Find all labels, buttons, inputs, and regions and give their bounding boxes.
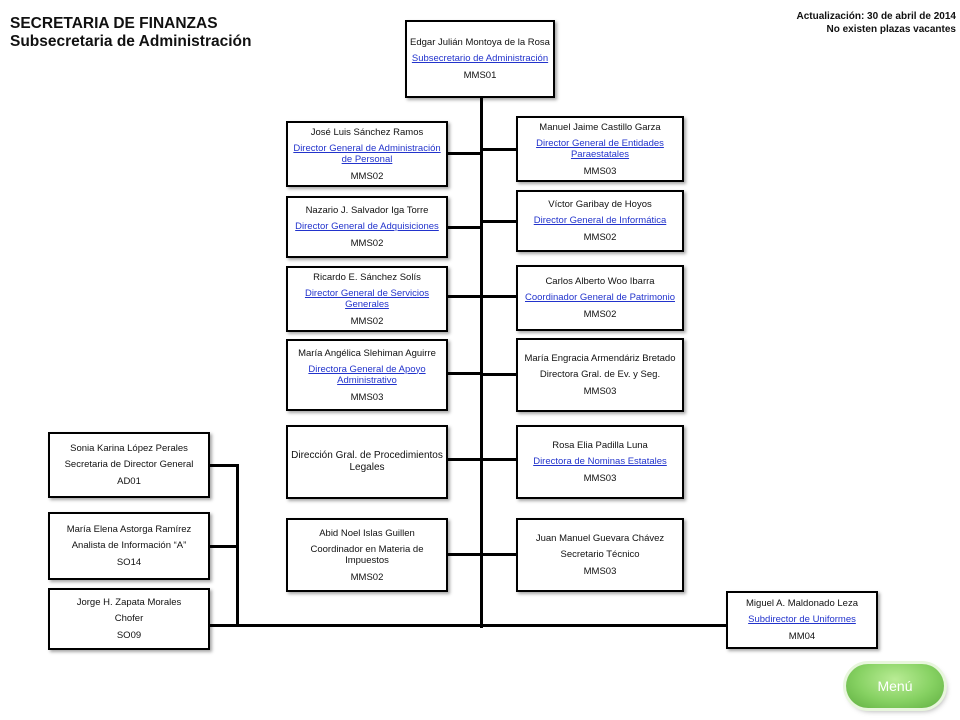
- connector-r2: [480, 220, 518, 223]
- person-name: Sonia Karina López Perales: [70, 443, 188, 454]
- org-box-dg-ev-seg: María Engracia Armendáriz Bretado Direct…: [516, 338, 684, 412]
- position-code: MMS02: [350, 571, 384, 583]
- person-name: Miguel A. Maldonado Leza: [746, 598, 858, 609]
- position-code: MMS02: [583, 232, 617, 243]
- position-link[interactable]: Director General de Informática: [533, 215, 667, 226]
- org-box-subsecretario: Edgar Julián Montoya de la Rosa Subsecre…: [405, 20, 555, 98]
- position-title: Secretaria de Director General: [64, 459, 194, 470]
- org-box-nominas-estatales: Rosa Elia Padilla Luna Directora de Nomi…: [516, 425, 684, 499]
- position-code: MMS02: [350, 238, 384, 249]
- org-box-dg-entidades-paraestatales: Manuel Jaime Castillo Garza Director Gen…: [516, 116, 684, 182]
- connector-s1: [208, 464, 238, 467]
- position-title: Coordinador en Materia de Impuestos: [310, 543, 424, 566]
- person-name: Edgar Julián Montoya de la Rosa: [410, 37, 550, 48]
- position-link[interactable]: Subsecretario de Administración: [411, 53, 549, 64]
- connector-l2: [446, 226, 482, 229]
- position-code: MMS02: [583, 309, 617, 320]
- menu-button[interactable]: Menú: [846, 664, 944, 708]
- org-box-dg-adquisiciones: Nazario J. Salvador Iga Torre Director G…: [286, 196, 448, 258]
- bottom-bus-line: [208, 624, 728, 627]
- org-box-secretario-tecnico: Juan Manuel Guevara Chávez Secretario Té…: [516, 518, 684, 592]
- person-name: Abid Noel Islas Guillen: [319, 527, 415, 539]
- person-name: María Engracia Armendáriz Bretado: [524, 353, 676, 364]
- position-code: MM04: [788, 631, 816, 642]
- person-name: Ricardo E. Sánchez Solís: [313, 271, 421, 283]
- position-code: MMS03: [583, 386, 617, 397]
- person-name: Manuel Jaime Castillo Garza: [539, 121, 661, 133]
- position-code: MMS03: [583, 473, 617, 484]
- position-code: AD01: [117, 476, 141, 487]
- org-box-dg-informatica: Víctor Garibay de Hoyos Director General…: [516, 190, 684, 252]
- position-link[interactable]: Director General de Adquisiciones: [295, 221, 439, 232]
- unit-name: Dirección Gral. de Procedimientos Legale…: [291, 450, 443, 473]
- position-link[interactable]: Directora General de Apoyo Administrativ…: [308, 363, 426, 386]
- person-name: María Angélica Slehiman Aguirre: [298, 347, 436, 359]
- position-code: MMS02: [350, 315, 384, 327]
- connector-r3: [480, 295, 518, 298]
- connector-l3: [446, 295, 482, 298]
- position-link[interactable]: Director General de Servicios Generales: [304, 287, 430, 310]
- org-box-subdirector-uniformes: Miguel A. Maldonado Leza Subdirector de …: [726, 591, 878, 649]
- org-box-coord-patrimonio: Carlos Alberto Woo Ibarra Coordinador Ge…: [516, 265, 684, 331]
- org-box-dg-apoyo-administrativo: María Angélica Slehiman Aguirre Director…: [286, 339, 448, 411]
- org-box-coord-impuestos: Abid Noel Islas Guillen Coordinador en M…: [286, 518, 448, 592]
- update-note: Actualización: 30 de abril de 2014 No ex…: [796, 10, 956, 36]
- org-box-chofer: Jorge H. Zapata Morales Chofer SO09: [48, 588, 210, 650]
- org-box-dg-admin-personal: José Luis Sánchez Ramos Director General…: [286, 121, 448, 187]
- position-code: MMS03: [583, 566, 617, 577]
- position-title: Chofer: [114, 613, 144, 624]
- position-code: MMS01: [463, 70, 497, 81]
- position-code: MMS03: [350, 391, 384, 403]
- position-link[interactable]: Directora de Nominas Estatales: [533, 456, 667, 467]
- person-name: Nazario J. Salvador Iga Torre: [305, 205, 429, 216]
- position-title: Directora Gral. de Ev. y Seg.: [539, 369, 661, 380]
- position-title: Secretario Técnico: [560, 549, 640, 560]
- title-line-2: Subsecretaria de Administración: [10, 33, 252, 50]
- org-box-secretaria-director: Sonia Karina López Perales Secretaria de…: [48, 432, 210, 498]
- position-code: SO14: [116, 557, 142, 568]
- position-code: SO09: [116, 630, 142, 641]
- position-link[interactable]: Subdirector de Uniformes: [748, 614, 856, 625]
- connector-r5: [480, 458, 518, 461]
- position-title: Analista de Información “A”: [71, 540, 187, 551]
- person-name: María Elena Astorga Ramírez: [66, 524, 192, 535]
- connector-l5: [446, 458, 482, 461]
- org-box-dg-servicios-generales: Ricardo E. Sánchez Solís Director Genera…: [286, 266, 448, 332]
- position-code: MMS02: [350, 170, 384, 182]
- person-name: Víctor Garibay de Hoyos: [548, 199, 652, 210]
- vacancy-note: No existen plazas vacantes: [826, 24, 956, 35]
- connector-r1: [480, 148, 518, 151]
- position-link[interactable]: Director General de Entidades Paraestata…: [536, 137, 664, 160]
- person-name: Jorge H. Zapata Morales: [76, 597, 182, 608]
- main-trunk-line: [480, 96, 483, 628]
- person-name: Rosa Elia Padilla Luna: [552, 440, 648, 451]
- title-line-1: SECRETARIA DE FINANZAS: [10, 15, 218, 32]
- connector-s2: [208, 545, 238, 548]
- position-code: MMS03: [583, 165, 617, 177]
- person-name: José Luis Sánchez Ramos: [310, 126, 424, 138]
- person-name: Carlos Alberto Woo Ibarra: [545, 276, 655, 287]
- update-date: Actualización: 30 de abril de 2014: [796, 11, 956, 22]
- position-link[interactable]: Coordinador General de Patrimonio: [525, 292, 675, 303]
- connector-r4: [480, 373, 518, 376]
- org-box-procedimientos-legales: Dirección Gral. de Procedimientos Legale…: [286, 425, 448, 499]
- person-name: Juan Manuel Guevara Chávez: [535, 533, 665, 544]
- position-link[interactable]: Director General de Administración de Pe…: [293, 142, 441, 165]
- page-title: SECRETARIA DE FINANZAS Subsecretaria de …: [10, 15, 251, 51]
- connector-l6: [446, 553, 482, 556]
- connector-l4: [446, 372, 482, 375]
- menu-button-label: Menú: [877, 678, 913, 694]
- connector-l1: [446, 152, 482, 155]
- connector-r6: [480, 553, 518, 556]
- org-box-analista-informacion: María Elena Astorga Ramírez Analista de …: [48, 512, 210, 580]
